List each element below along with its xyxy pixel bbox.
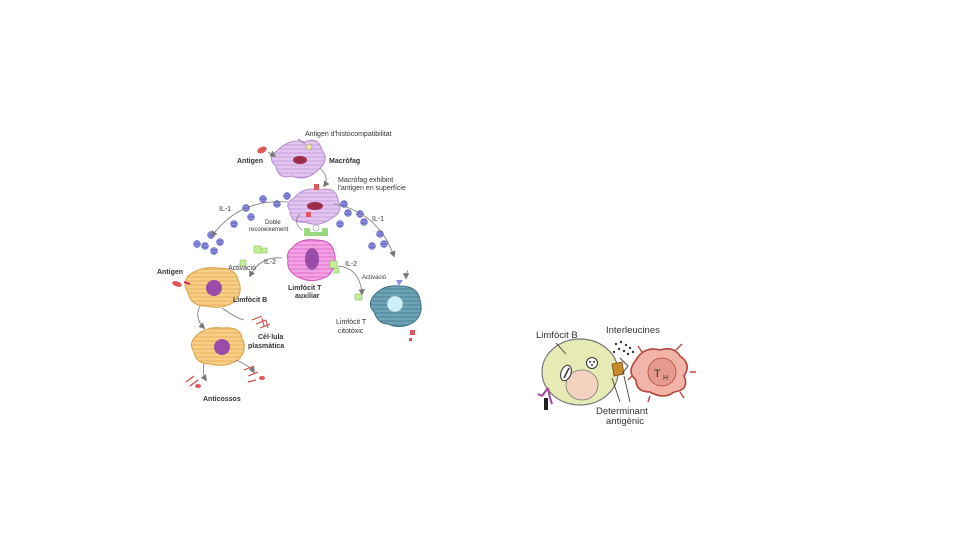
arrow-il1-right xyxy=(333,203,396,258)
label-plasma-cell: Cèl·lula xyxy=(258,334,283,341)
macrophage-presenting xyxy=(287,184,341,225)
label-b-lymphocyte-right: Limfòcit B xyxy=(536,330,578,341)
label-activation-right: Activació xyxy=(362,275,387,281)
b-cell-receptor xyxy=(537,387,553,410)
b-cell-large xyxy=(541,338,619,406)
antibodies-cluster-upper xyxy=(251,315,271,329)
antibody-blobs xyxy=(195,376,265,388)
arrow-plasma-antibodies-right xyxy=(235,359,255,374)
label-macrophage-exhibiting: Macròfag exhibint xyxy=(338,177,393,184)
antigen-particle-left xyxy=(172,281,182,287)
label-cytotoxic-t: Limfòcit T xyxy=(336,319,367,326)
arrow-b-side xyxy=(221,307,245,321)
macrophage-top xyxy=(271,139,326,179)
interleukin-2-squares xyxy=(239,245,363,301)
arrow-il1-left xyxy=(211,201,289,238)
receptor-complex xyxy=(296,213,328,236)
label-macrophage: Macròfag xyxy=(329,158,360,165)
th-label: T xyxy=(654,368,661,380)
b-lymphocyte xyxy=(183,267,241,308)
label-interleukins: Interleucines xyxy=(606,325,660,336)
label-il1-right: IL-1 xyxy=(372,216,384,223)
immune-response-diagram: Antigen d'histocompatibilitat Antigen Ma… xyxy=(157,131,422,403)
pointer-b-cell xyxy=(555,342,567,355)
arrow-activation-right xyxy=(402,269,410,280)
b-t-interaction-diagram: Limfòcit B Interleucines xyxy=(536,325,696,427)
antigen-determinant-bridge xyxy=(611,357,631,403)
antibodies-cluster-lower xyxy=(185,365,259,387)
t-helper-cell: T H xyxy=(627,343,696,403)
antigen-particle xyxy=(257,146,277,157)
arrow-il2-right xyxy=(337,265,365,296)
label-b-lymphocyte: Limfòcit B xyxy=(233,297,267,304)
target-cell-fragments xyxy=(409,330,415,341)
label-il2-left: IL-2 xyxy=(264,259,276,266)
label-antigen-surface: l'antigen en superfície xyxy=(338,185,406,192)
label-antigen-histocompatibility: Antigen d'histocompatibilitat xyxy=(305,131,392,138)
label-il1-left: IL-1 xyxy=(219,206,231,213)
label-cytotoxic: citotòxic xyxy=(338,328,364,335)
th-label-sub: H xyxy=(663,375,668,382)
label-double: Doble xyxy=(265,220,281,226)
label-antibodies: Anticossos xyxy=(203,396,241,403)
arrow-il2-left xyxy=(249,257,283,278)
label-recognition: reconeixement xyxy=(249,227,289,233)
label-helper-t-aux: auxiliar xyxy=(295,293,320,300)
label-determinant: Determinant xyxy=(596,406,648,417)
arrow-plasma-antibodies-left xyxy=(200,363,207,382)
label-helper-t: Limfòcit T xyxy=(288,285,322,292)
arrow-b-to-plasma xyxy=(197,305,206,330)
label-il2-right: IL-2 xyxy=(345,261,357,268)
cytotoxic-t-lymphocyte xyxy=(369,280,422,328)
label-antigen-top: Antigen xyxy=(237,158,263,165)
plasma-cell xyxy=(190,327,245,366)
interleukin-dots xyxy=(612,340,635,356)
label-plasma-cell-2: plasmàtica xyxy=(248,343,284,350)
interleukin-1-dots xyxy=(193,192,388,255)
arrow-macrophage-down xyxy=(319,167,330,188)
label-activation-left: Activació xyxy=(228,265,256,272)
label-antigen-left: Antigen xyxy=(157,269,183,276)
helper-t-lymphocyte xyxy=(287,239,336,282)
label-antigenic: antigènic xyxy=(606,416,644,427)
